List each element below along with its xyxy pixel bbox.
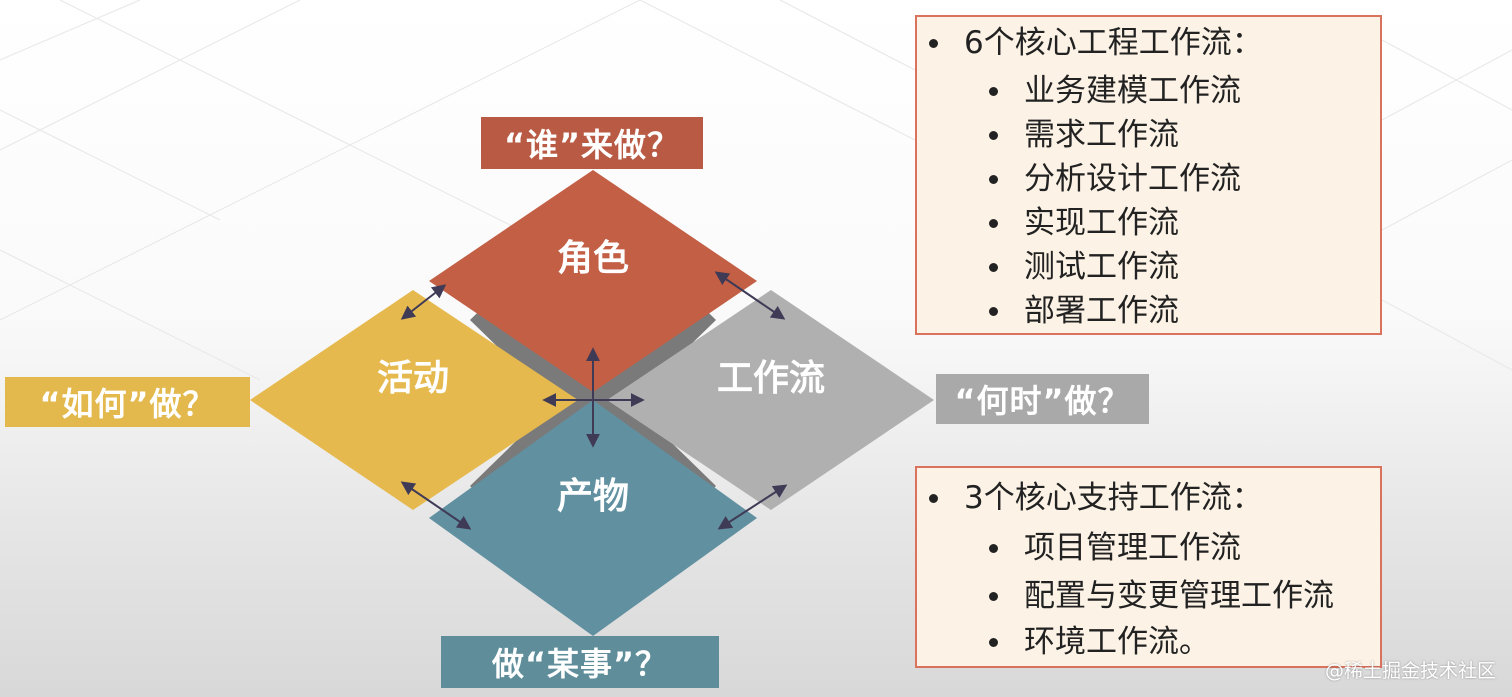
workflow-label: 工作流 — [717, 358, 825, 399]
list-item-label: 分析设计工作流 — [1024, 161, 1241, 197]
watermark: @稀土掘金技术社区 — [1324, 660, 1496, 682]
artifacts-label: 产物 — [557, 476, 629, 517]
list-item-label: 需求工作流 — [1024, 117, 1179, 153]
bullet-icon — [929, 38, 938, 48]
list-item-label: 测试工作流 — [1024, 249, 1179, 285]
artifacts-diamond — [429, 400, 757, 636]
list-item: 配置与变更管理工作流 — [989, 576, 1334, 616]
bullet-icon — [989, 637, 998, 647]
list-item-label: 业务建模工作流 — [1024, 73, 1241, 109]
list-item: 业务建模工作流 — [989, 71, 1241, 111]
list-item: 部署工作流 — [989, 291, 1179, 331]
support-workflows-title: 3个核心支持工作流： — [964, 480, 1263, 516]
bullet-icon — [989, 591, 998, 601]
list-item: 测试工作流 — [989, 247, 1179, 287]
arrow-activities-artifacts — [400, 481, 472, 530]
support-workflows-box: 3个核心支持工作流： 项目管理工作流 配置与变更管理工作流 环境工作流。 — [915, 466, 1382, 668]
roles-diamond — [429, 170, 757, 392]
arrow-roles-workflow — [714, 271, 786, 320]
list-item: 环境工作流。 — [989, 622, 1210, 662]
bullet-icon — [929, 493, 938, 503]
bullet-icon — [989, 130, 998, 140]
artifacts-question-label: 做“某事”？ — [441, 636, 719, 688]
bullet-icon — [989, 218, 998, 228]
list-item: 分析设计工作流 — [989, 159, 1241, 199]
list-item: 需求工作流 — [989, 115, 1179, 155]
bullet-icon — [989, 262, 998, 272]
support-workflows-title-row: 3个核心支持工作流： — [929, 478, 1263, 518]
core-workflows-title-row: 6个核心工程工作流： — [929, 23, 1263, 63]
list-item-label: 配置与变更管理工作流 — [1024, 578, 1334, 614]
bullet-icon — [989, 174, 998, 184]
activities-question-label: “如何”做？ — [5, 377, 250, 427]
workflow-question-label: “何时”做？ — [936, 374, 1149, 424]
list-item: 实现工作流 — [989, 203, 1179, 243]
activities-label: 活动 — [377, 358, 449, 399]
workflow-diamond — [607, 290, 934, 510]
list-item: 项目管理工作流 — [989, 528, 1241, 568]
list-item-label: 项目管理工作流 — [1024, 530, 1241, 566]
bullet-icon — [989, 86, 998, 96]
roles-label: 角色 — [557, 238, 629, 279]
list-item-label: 部署工作流 — [1024, 293, 1179, 329]
activities-diamond — [250, 290, 578, 510]
bullet-icon — [989, 543, 998, 553]
core-workflows-box: 6个核心工程工作流： 业务建模工作流 需求工作流 分析设计工作流 实现工作流 测… — [915, 15, 1382, 335]
arrow-workflow-artifacts — [717, 484, 788, 530]
roles-question-label: “谁”来做？ — [481, 117, 703, 169]
list-item-label: 实现工作流 — [1024, 205, 1179, 241]
core-workflows-title: 6个核心工程工作流： — [964, 25, 1263, 61]
bullet-icon — [989, 306, 998, 316]
list-item-label: 环境工作流。 — [1024, 624, 1210, 660]
arrow-roles-activities — [400, 284, 447, 320]
